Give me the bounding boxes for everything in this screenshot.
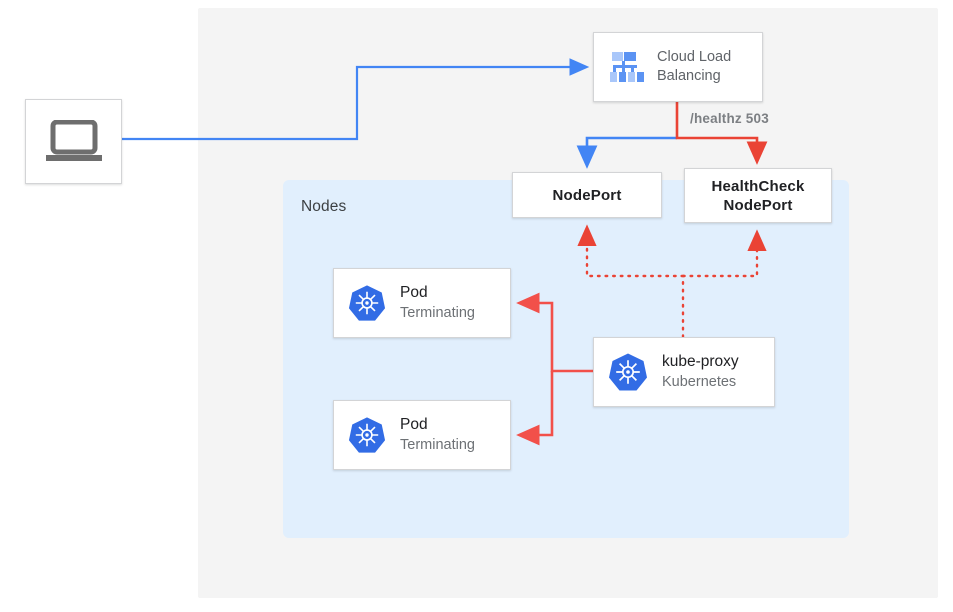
edge-kubeproxy-to-pod-b: [516, 371, 554, 446]
load-balancer-icon: [610, 52, 644, 82]
edge-kubeproxy-to-pod-a: [516, 292, 593, 373]
healthz-503-label: /healthz 503: [690, 111, 769, 126]
laptop-icon: [45, 119, 102, 161]
kube-proxy-text: kube-proxy Kubernetes: [662, 352, 739, 392]
nodes-region-label: Nodes: [301, 198, 347, 215]
edge-kubeproxy-to-healthcheck-dotted: [681, 229, 767, 278]
pod-b-text: Pod Terminating: [400, 415, 475, 455]
healthcheck-nodeport-node: HealthCheck NodePort: [684, 168, 832, 223]
healthcheck-nodeport-label: HealthCheck NodePort: [711, 177, 804, 215]
kubernetes-icon: [348, 417, 386, 453]
pod-node-a: Pod Terminating: [333, 268, 511, 338]
cloud-load-balancing-node: Cloud Load Balancing: [593, 32, 763, 102]
edge-kubeproxy-to-nodeport-dotted: [577, 224, 685, 339]
kubernetes-icon: [348, 285, 386, 321]
cloud-load-balancing-label: Cloud Load Balancing: [657, 48, 731, 86]
pod-node-b: Pod Terminating: [333, 400, 511, 470]
edge-client-to-loadbalancer: [122, 58, 590, 141]
edge-loadbalancer-to-healthcheck: [675, 102, 768, 165]
pod-a-text: Pod Terminating: [400, 283, 475, 323]
healthcheck-line2: NodePort: [723, 196, 793, 214]
kube-proxy-subtitle: Kubernetes: [662, 374, 737, 390]
clb-title-line1: Cloud Load: [657, 49, 732, 65]
clb-title-line2: Balancing: [657, 68, 721, 84]
nodeport-label: NodePort: [552, 186, 622, 204]
edge-loadbalancer-to-nodeport: [576, 136, 677, 169]
pod-a-title: Pod: [400, 284, 428, 301]
kubernetes-icon: [609, 353, 647, 391]
nodeport-node: NodePort: [512, 172, 662, 218]
pod-b-status: Terminating: [400, 437, 475, 453]
client-laptop-node: [25, 99, 122, 184]
pod-b-title: Pod: [400, 416, 428, 433]
kube-proxy-node: kube-proxy Kubernetes: [593, 337, 775, 407]
healthcheck-line1: HealthCheck: [711, 177, 805, 195]
kube-proxy-title: kube-proxy: [662, 353, 739, 370]
pod-a-status: Terminating: [400, 305, 475, 321]
